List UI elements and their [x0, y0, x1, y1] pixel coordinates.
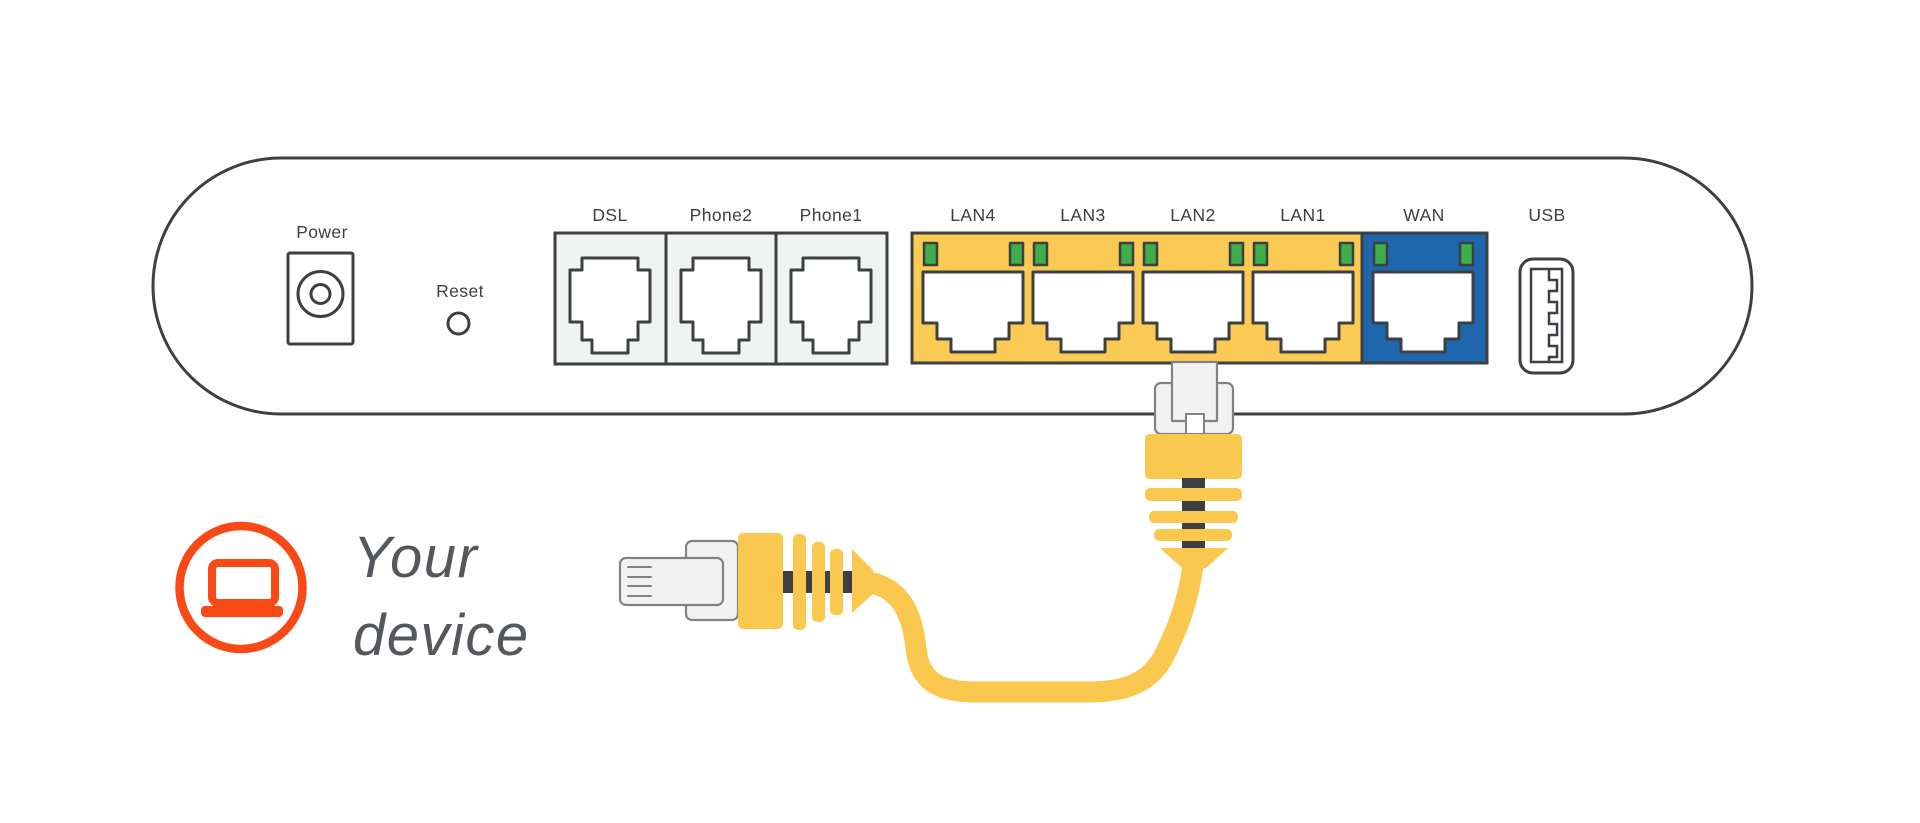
plug-ridge — [1145, 488, 1242, 501]
power-port: Power — [286, 222, 355, 346]
usb-contact-zigzag — [1547, 270, 1559, 361]
plug-notch — [1185, 413, 1205, 435]
reset-button: Reset — [436, 281, 484, 336]
phone1-label: Phone1 — [800, 205, 863, 225]
dsl-port — [568, 256, 652, 355]
lan2-led-left — [1142, 241, 1159, 267]
device-end-connector — [618, 533, 873, 630]
wan-led-right — [1458, 241, 1475, 267]
plug-ridge — [1149, 511, 1238, 523]
your-device-label-line2: device — [353, 603, 530, 668]
device-circle-icon — [175, 521, 307, 654]
lan4-led-right — [1008, 241, 1025, 267]
phone2-port — [679, 256, 763, 355]
wan-led-left — [1372, 241, 1389, 267]
lan3-led-left — [1032, 241, 1049, 267]
phone1-port — [789, 256, 873, 355]
plug-ridge — [1154, 529, 1232, 541]
ethernet-plug-in-lan2 — [1145, 360, 1242, 568]
power-jack-pin — [309, 283, 332, 305]
connector-ridge — [793, 534, 806, 630]
connector-ridge — [830, 549, 843, 615]
ethernet-cable — [862, 555, 1204, 703]
plug-tail — [1160, 548, 1228, 568]
usb-inner — [1529, 267, 1564, 364]
lan2-led-right — [1228, 241, 1245, 267]
phone2-label: Phone2 — [690, 205, 753, 225]
connector-tail — [852, 549, 873, 613]
laptop-icon — [201, 559, 283, 617]
connector-ridge — [812, 542, 825, 622]
lan-port-group: LAN4 LAN3 LAN2 LAN1 — [910, 205, 1364, 365]
dsl-label: DSL — [592, 205, 627, 225]
lan3-led-right — [1118, 241, 1135, 267]
connector-boot — [738, 533, 783, 629]
lan1-label: LAN1 — [1280, 205, 1325, 225]
power-label: Power — [296, 222, 348, 242]
lan2-port — [1141, 270, 1245, 354]
lan1-port — [1251, 270, 1355, 354]
plug-boot — [1145, 434, 1242, 479]
lan3-port — [1031, 270, 1135, 354]
laptop-base — [201, 606, 283, 617]
plug-clip-tab — [1170, 360, 1219, 423]
reset-label: Reset — [436, 281, 484, 301]
reset-hole — [446, 311, 471, 336]
lan2-label: LAN2 — [1170, 205, 1215, 225]
lan4-label: LAN4 — [950, 205, 995, 225]
power-jack-outer-ring — [296, 270, 345, 318]
usb-outer — [1518, 257, 1575, 375]
lan1-led-left — [1252, 241, 1269, 267]
wan-port — [1371, 270, 1475, 354]
power-jack-outline — [286, 251, 355, 346]
your-device-label-line1: Your — [353, 525, 479, 590]
your-device-annotation: Your device — [175, 521, 530, 668]
phone-port-group: DSL Phone2 Phone1 — [553, 205, 889, 366]
wan-port-group: WAN — [1360, 205, 1489, 365]
connector-head — [618, 556, 725, 607]
wan-label: WAN — [1403, 205, 1444, 225]
lan4-port — [921, 270, 1025, 354]
lan1-led-right — [1338, 241, 1355, 267]
lan4-led-left — [922, 241, 939, 267]
usb-label: USB — [1528, 205, 1565, 225]
laptop-screen — [208, 559, 279, 607]
usb-port: USB — [1518, 205, 1575, 375]
lan3-label: LAN3 — [1060, 205, 1105, 225]
